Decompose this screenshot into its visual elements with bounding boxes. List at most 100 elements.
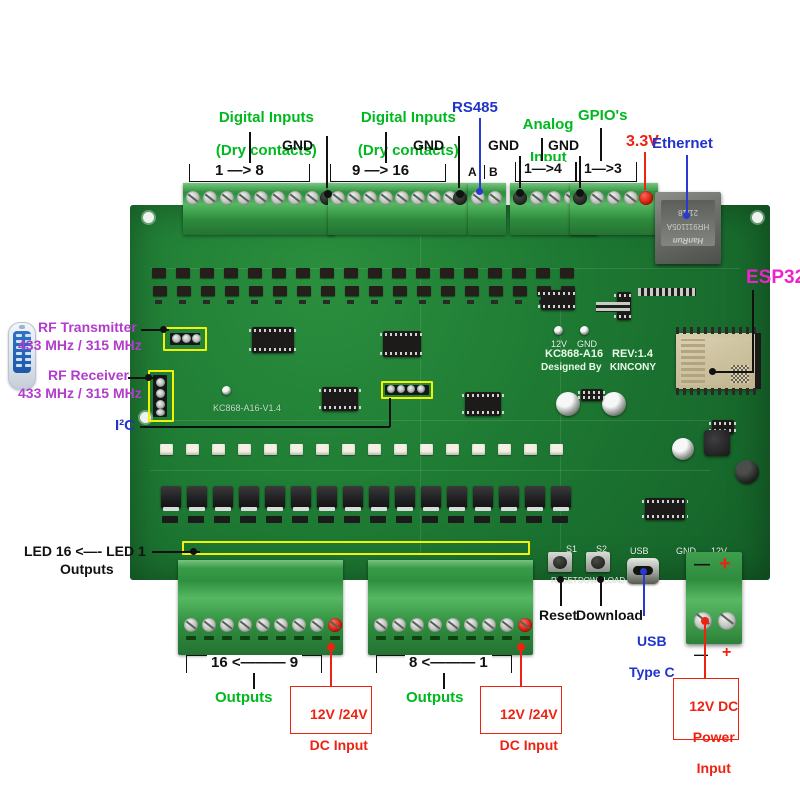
terminal-screw[interactable]: [547, 191, 561, 205]
box-power-input: [673, 678, 739, 740]
terminal-screw[interactable]: [256, 618, 270, 632]
label-dc-input-right: 12V /24V DC Input: [499, 705, 558, 754]
input-opto: [417, 286, 431, 296]
terminal-screw[interactable]: [305, 191, 319, 205]
terminal-screw[interactable]: [392, 618, 406, 632]
terminal-screw[interactable]: [518, 618, 532, 632]
output-opto: [394, 444, 407, 455]
header-pin: [172, 334, 181, 343]
label-power-input: 12V DC Power Input: [689, 697, 739, 777]
label-download: Download: [576, 607, 643, 623]
terminal-screw[interactable]: [331, 191, 345, 205]
terminal-screw[interactable]: [428, 618, 442, 632]
flyback-diode: [266, 516, 282, 523]
terminal-screw[interactable]: [274, 618, 288, 632]
terminal-screw[interactable]: [590, 191, 604, 205]
terminal-screw-3v3[interactable]: [639, 191, 653, 205]
terminal-screw[interactable]: [607, 191, 621, 205]
input-opto: [513, 286, 527, 296]
label-gpios: GPIO's: [578, 107, 628, 124]
terminal-screw[interactable]: [379, 191, 393, 205]
power-plus-bottom-label: +: [722, 644, 732, 661]
terminal-block-outputs-16-9[interactable]: [178, 560, 343, 655]
terminal-screw[interactable]: [446, 618, 460, 632]
leader-line: [600, 128, 602, 162]
leader-line: [385, 132, 387, 164]
terminal-block-power-12v[interactable]: [686, 552, 742, 644]
terminal-screw[interactable]: [254, 191, 268, 205]
terminal-screw[interactable]: [482, 618, 496, 632]
reset-button[interactable]: [548, 552, 572, 572]
power-terminal-screw-plus[interactable]: [718, 612, 736, 630]
terminal-screw[interactable]: [374, 618, 388, 632]
leader-dot: [456, 190, 464, 198]
terminal-block-outputs-8-1[interactable]: [368, 560, 533, 655]
terminal-pad: [448, 636, 458, 640]
terminal-screw[interactable]: [427, 191, 441, 205]
terminal-screw[interactable]: [363, 191, 377, 205]
download-button[interactable]: [586, 552, 610, 572]
terminal-pad: [222, 636, 232, 640]
terminal-screw[interactable]: [411, 191, 425, 205]
terminal-screw[interactable]: [347, 191, 361, 205]
mounting-hole: [752, 212, 763, 223]
terminal-screw[interactable]: [500, 618, 514, 632]
terminal-screw[interactable]: [328, 618, 342, 632]
silk-designer: Designed By KINCONY: [541, 362, 657, 373]
terminal-screw[interactable]: [395, 191, 409, 205]
input-opto: [201, 286, 215, 296]
terminal-screw-rs485-a[interactable]: [471, 191, 485, 205]
ethernet-rj45-jack[interactable]: 21/18 HR911105A HanRun: [655, 192, 721, 264]
label-range-8-1: 8 <——— 1: [405, 654, 492, 672]
terminal-screw[interactable]: [203, 191, 217, 205]
leader-dot: [576, 189, 584, 197]
terminal-screw[interactable]: [202, 618, 216, 632]
terminal-screw[interactable]: [410, 618, 424, 632]
terminal-screw[interactable]: [288, 191, 302, 205]
label-gnd-1: GND: [282, 137, 314, 153]
terminal-screw[interactable]: [271, 191, 285, 205]
input-opto: [464, 268, 478, 278]
terminal-screw[interactable]: [310, 618, 324, 632]
terminal-pad: [466, 636, 476, 640]
terminal-screw[interactable]: [220, 618, 234, 632]
terminal-screw[interactable]: [530, 191, 544, 205]
terminal-block-rs485[interactable]: [468, 183, 506, 235]
terminal-screw[interactable]: [238, 618, 252, 632]
terminal-screw[interactable]: [464, 618, 478, 632]
terminal-screw-rs485-b[interactable]: [488, 191, 502, 205]
input-opto: [272, 268, 286, 278]
ic-chip: [249, 327, 297, 353]
terminal-screw[interactable]: [220, 191, 234, 205]
label-digital-inputs-2: Digital Inputs (Dry contacts): [357, 108, 459, 160]
pin-header[interactable]: [596, 302, 630, 312]
pin-header[interactable]: [638, 288, 696, 296]
esp32-module[interactable]: [676, 327, 761, 395]
resistor: [275, 300, 282, 304]
terminal-screw[interactable]: [237, 191, 251, 205]
header-pin: [387, 385, 395, 393]
output-opto: [524, 444, 537, 455]
header-pin: [407, 385, 415, 393]
leader-line-rs485: [479, 118, 481, 190]
terminal-screw[interactable]: [624, 191, 638, 205]
flyback-diode: [474, 516, 490, 523]
ic-chip: [538, 290, 578, 310]
header-pin: [397, 385, 405, 393]
output-opto: [212, 444, 225, 455]
silk-testpoint-12v: 12V: [551, 339, 568, 349]
silk-reset: RESET: [551, 576, 578, 585]
terminal-screw[interactable]: [186, 191, 200, 205]
bracket-1-3: [575, 162, 637, 182]
label-range-16-9: 16 <——— 9: [207, 654, 303, 672]
silk-misc: KC868-A16-V1.4: [213, 403, 282, 413]
bracket-1-4: [515, 162, 577, 182]
voltage-regulator: [578, 389, 606, 401]
flyback-diode: [318, 516, 334, 523]
terminal-screw[interactable]: [292, 618, 306, 632]
output-mosfet: [187, 486, 207, 511]
terminal-screw[interactable]: [184, 618, 198, 632]
resistor: [203, 300, 210, 304]
leader-line: [519, 156, 521, 188]
input-opto: [440, 268, 454, 278]
